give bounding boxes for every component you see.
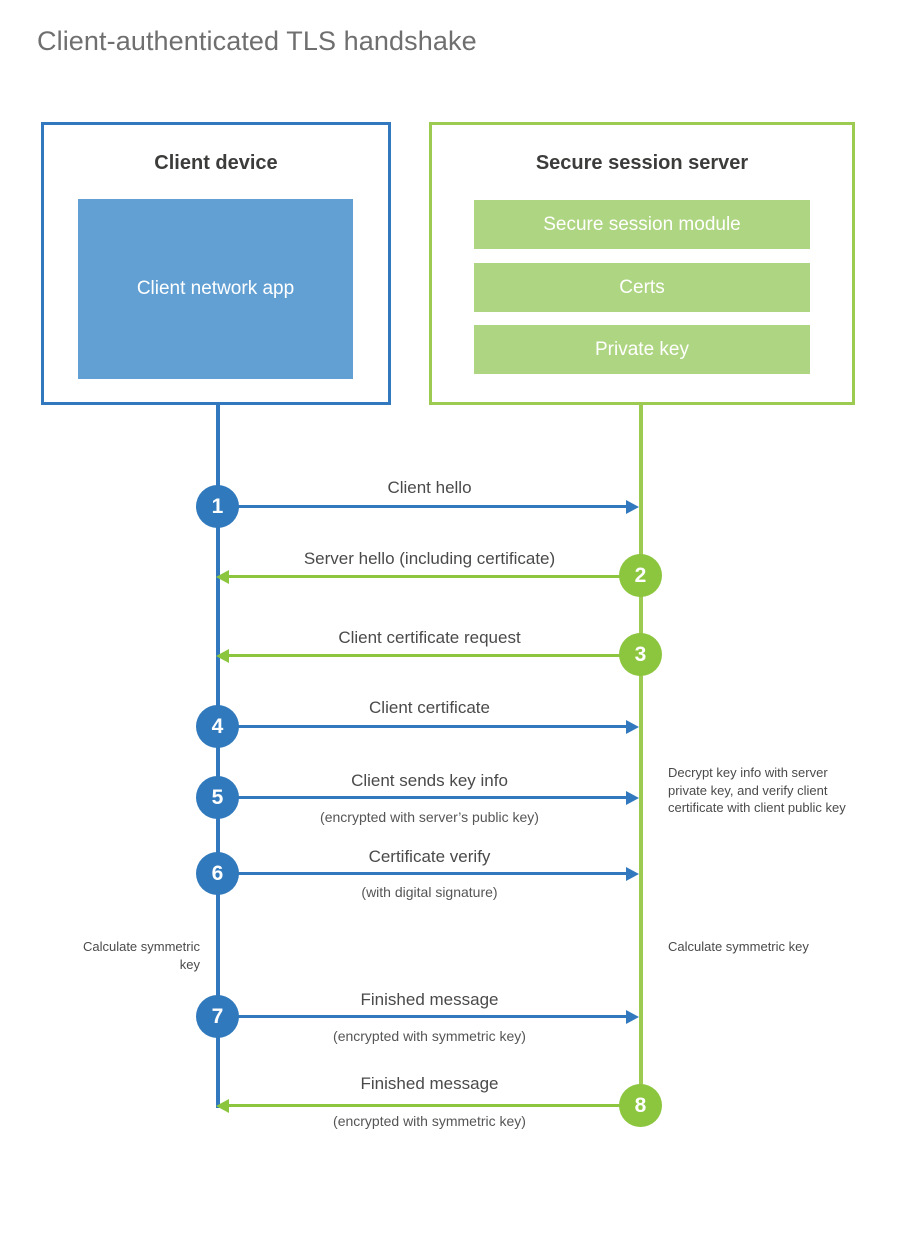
client-network-app-block: Client network app [78, 199, 353, 379]
step-7-circle[interactable]: 7 [196, 995, 239, 1038]
step-5-arrow-head-icon [626, 791, 639, 805]
step-5-sublabel: (encrypted with server’s public key) [320, 809, 539, 825]
step-2-arrow-shaft [228, 575, 628, 578]
client-device-title: Client device [154, 152, 278, 174]
step-6-arrow-head-icon [626, 867, 639, 881]
step-5-arrow-shaft [218, 796, 628, 799]
step-4-arrow-shaft [218, 725, 628, 728]
step-7-arrow-shaft [218, 1015, 628, 1018]
step-5-label: Client sends key info [351, 771, 508, 790]
step-2-circle[interactable]: 2 [619, 554, 662, 597]
step-4-label: Client certificate [369, 698, 490, 717]
server-decrypt-note: Decrypt key info with server private key… [668, 765, 846, 816]
client-lifeline [216, 405, 220, 1108]
step-1-arrow-head-icon [626, 500, 639, 514]
server-component-private-key: Private key [474, 325, 810, 374]
step-7-label: Finished message [360, 990, 499, 1009]
step-3-arrow-shaft [228, 654, 628, 657]
step-5-circle[interactable]: 5 [196, 776, 239, 819]
step-4-circle[interactable]: 4 [196, 705, 239, 748]
client-calculate-symmetric-key-note: Calculate symmetric key [82, 939, 200, 972]
step-7-arrow-head-icon [626, 1010, 639, 1024]
step-7-sublabel: (encrypted with symmetric key) [333, 1028, 526, 1044]
step-6-circle[interactable]: 6 [196, 852, 239, 895]
step-8-circle[interactable]: 8 [619, 1084, 662, 1127]
step-6-sublabel: (with digital signature) [361, 884, 498, 900]
page-title: Client-authenticated TLS handshake [37, 26, 477, 56]
step-6-label: Certificate verify [368, 847, 491, 866]
step-8-sublabel: (encrypted with symmetric key) [333, 1113, 526, 1129]
step-1-arrow-shaft [218, 505, 628, 508]
step-8-arrow-head-icon [216, 1099, 229, 1113]
server-lifeline [639, 405, 643, 1108]
server-component-certs: Certs [474, 263, 810, 312]
step-6-arrow-shaft [218, 872, 628, 875]
client-device-box: Client device Client network app [41, 122, 391, 405]
server-calculate-symmetric-key-note: Calculate symmetric key [668, 939, 809, 954]
step-1-circle[interactable]: 1 [196, 485, 239, 528]
server-component-secure-session-module: Secure session module [474, 200, 810, 249]
secure-session-server-title: Secure session server [535, 152, 749, 174]
step-3-arrow-head-icon [216, 649, 229, 663]
step-2-arrow-head-icon [216, 570, 229, 584]
step-2-label: Server hello (including certificate) [303, 549, 556, 568]
step-1-label: Client hello [387, 478, 472, 497]
step-3-label: Client certificate request [338, 628, 521, 647]
step-3-circle[interactable]: 3 [619, 633, 662, 676]
step-4-arrow-head-icon [626, 720, 639, 734]
step-8-label: Finished message [360, 1074, 499, 1093]
secure-session-server-box: Secure session server Secure session mod… [429, 122, 855, 405]
step-8-arrow-shaft [228, 1104, 628, 1107]
